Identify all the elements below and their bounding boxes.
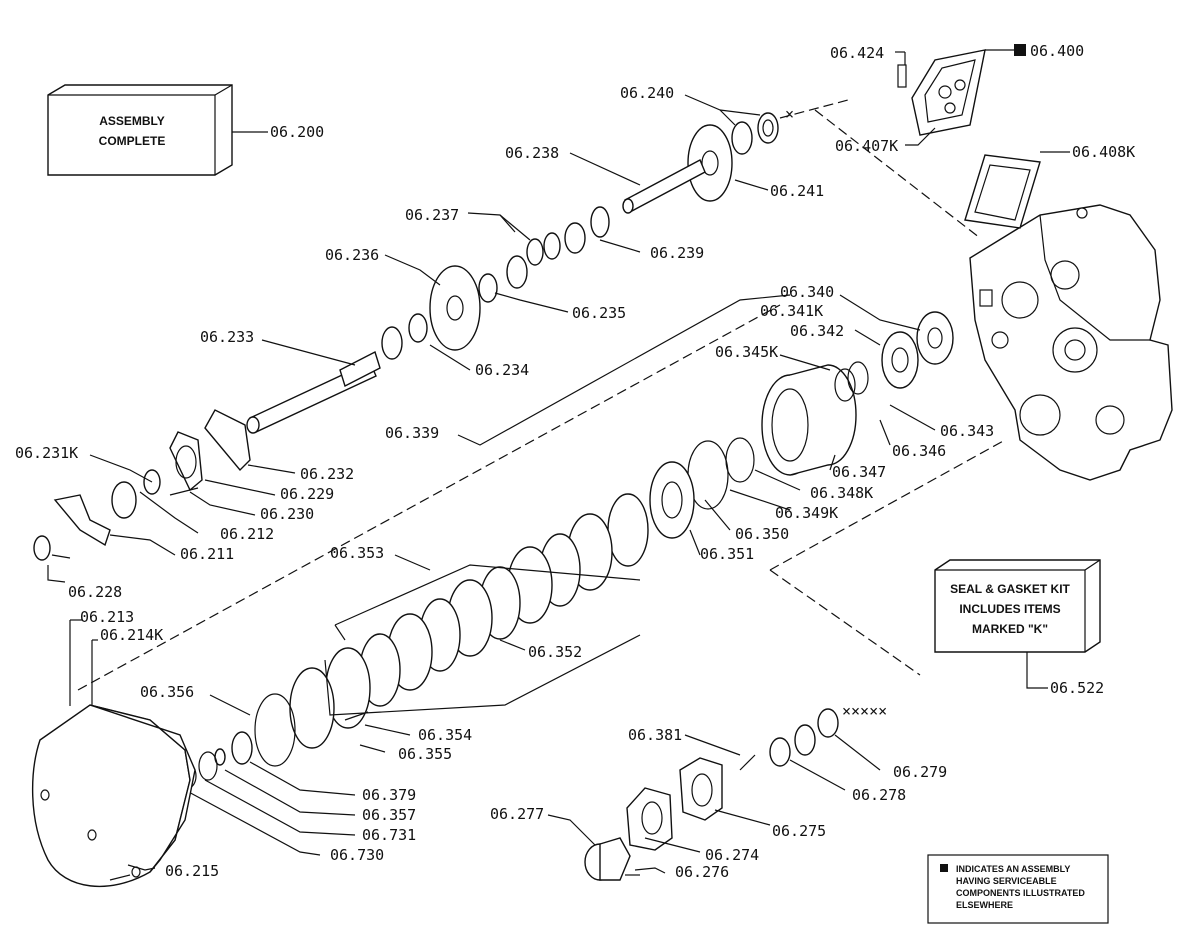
label-06-233: 06.233 xyxy=(200,328,254,346)
legend-line-2: HAVING SERVICEABLE xyxy=(956,876,1057,886)
assembly-box-line-2: COMPLETE xyxy=(99,134,166,148)
label-06-356: 06.356 xyxy=(140,683,194,701)
label-06-522: 06.522 xyxy=(1050,679,1104,697)
label-06-212: 06.212 xyxy=(220,525,274,543)
label-06-228: 06.228 xyxy=(68,583,122,601)
label-06-275: 06.275 xyxy=(772,822,826,840)
seal-kit-line-3: MARKED "K" xyxy=(972,622,1048,636)
label-06-278: 06.278 xyxy=(852,786,906,804)
label-06-239: 06.239 xyxy=(650,244,704,262)
label-06-240: 06.240 xyxy=(620,84,674,102)
label-06-213: 06.213 xyxy=(80,608,134,626)
label-06-276: 06.276 xyxy=(675,863,729,881)
label-06-407k: 06.407K xyxy=(835,137,898,155)
label-06-346: 06.346 xyxy=(892,442,946,460)
gasket-408k xyxy=(964,151,1070,229)
label-06-350: 06.350 xyxy=(735,525,789,543)
label-06-215: 06.215 xyxy=(165,862,219,880)
svg-text:×××××: ××××× xyxy=(842,702,887,720)
legend-box: INDICATES AN ASSEMBLY HAVING SERVICEABLE… xyxy=(927,854,1109,924)
label-06-279: 06.279 xyxy=(893,763,947,781)
label-06-341k: 06.341K xyxy=(760,302,823,320)
lower-output-group: ××××× xyxy=(547,702,887,881)
label-06-340: 06.340 xyxy=(780,283,834,301)
label-06-348k: 06.348K xyxy=(810,484,873,502)
label-06-232: 06.232 xyxy=(300,465,354,483)
valve-cover-assembly xyxy=(895,44,1026,146)
label-06-355: 06.355 xyxy=(398,745,452,763)
label-06-357: 06.357 xyxy=(362,806,416,824)
label-06-347: 06.347 xyxy=(832,463,886,481)
clutch-pack xyxy=(77,294,1006,856)
label-06-408k: 06.408K xyxy=(1072,143,1135,161)
label-06-229: 06.229 xyxy=(280,485,334,503)
label-06-345k: 06.345K xyxy=(715,343,778,361)
top-shaft-group: × xyxy=(467,94,981,266)
label-06-379: 06.379 xyxy=(362,786,416,804)
cover-plate-group xyxy=(169,409,296,516)
label-06-351: 06.351 xyxy=(700,545,754,563)
label-06-424: 06.424 xyxy=(830,44,884,62)
label-06-400: 06.400 xyxy=(1030,42,1084,60)
legend-line-3: COMPONENTS ILLUSTRATED xyxy=(956,888,1085,898)
output-yoke-group xyxy=(33,454,199,583)
assembly-box-line-1: ASSEMBLY xyxy=(99,114,165,128)
label-06-237: 06.237 xyxy=(405,206,459,224)
label-06-343: 06.343 xyxy=(940,422,994,440)
label-06-342: 06.342 xyxy=(790,322,844,340)
legend-line-1: INDICATES AN ASSEMBLY xyxy=(956,864,1070,874)
assembly-indicator-icon xyxy=(1014,44,1026,56)
transmission-housing xyxy=(969,204,1173,481)
label-06-730: 06.730 xyxy=(330,846,384,864)
label-06-274: 06.274 xyxy=(705,846,759,864)
input-shaft-233 xyxy=(246,339,381,434)
label-06-200: 06.200 xyxy=(270,123,324,141)
label-06-349k: 06.349K xyxy=(775,504,838,522)
label-06-381: 06.381 xyxy=(628,726,682,744)
front-cover-housing xyxy=(31,619,196,888)
label-06-339: 06.339 xyxy=(385,424,439,442)
seal-kit-line-2: INCLUDES ITEMS xyxy=(959,602,1060,616)
label-06-241: 06.241 xyxy=(770,182,824,200)
label-06-214k: 06.214K xyxy=(100,626,163,644)
label-06-277: 06.277 xyxy=(490,805,544,823)
label-06-353: 06.353 xyxy=(330,544,384,562)
label-06-731: 06.731 xyxy=(362,826,416,844)
label-06-211: 06.211 xyxy=(180,545,234,563)
svg-text:×: × xyxy=(785,105,794,123)
seal-kit-line-1: SEAL & GASKET KIT xyxy=(950,582,1070,596)
mid-gear-group xyxy=(381,254,569,371)
label-06-236: 06.236 xyxy=(325,246,379,264)
label-06-234: 06.234 xyxy=(475,361,529,379)
assembly-complete-box: ASSEMBLY COMPLETE xyxy=(47,84,268,176)
label-06-230: 06.230 xyxy=(260,505,314,523)
label-06-231k: 06.231K xyxy=(15,444,78,462)
label-06-352: 06.352 xyxy=(528,643,582,661)
seal-gasket-kit-box: SEAL & GASKET KIT INCLUDES ITEMS MARKED … xyxy=(934,559,1101,689)
label-06-354: 06.354 xyxy=(418,726,472,744)
label-06-238: 06.238 xyxy=(505,144,559,162)
legend-square-icon xyxy=(940,864,948,872)
label-06-235: 06.235 xyxy=(572,304,626,322)
legend-line-4: ELSEWHERE xyxy=(956,900,1013,910)
